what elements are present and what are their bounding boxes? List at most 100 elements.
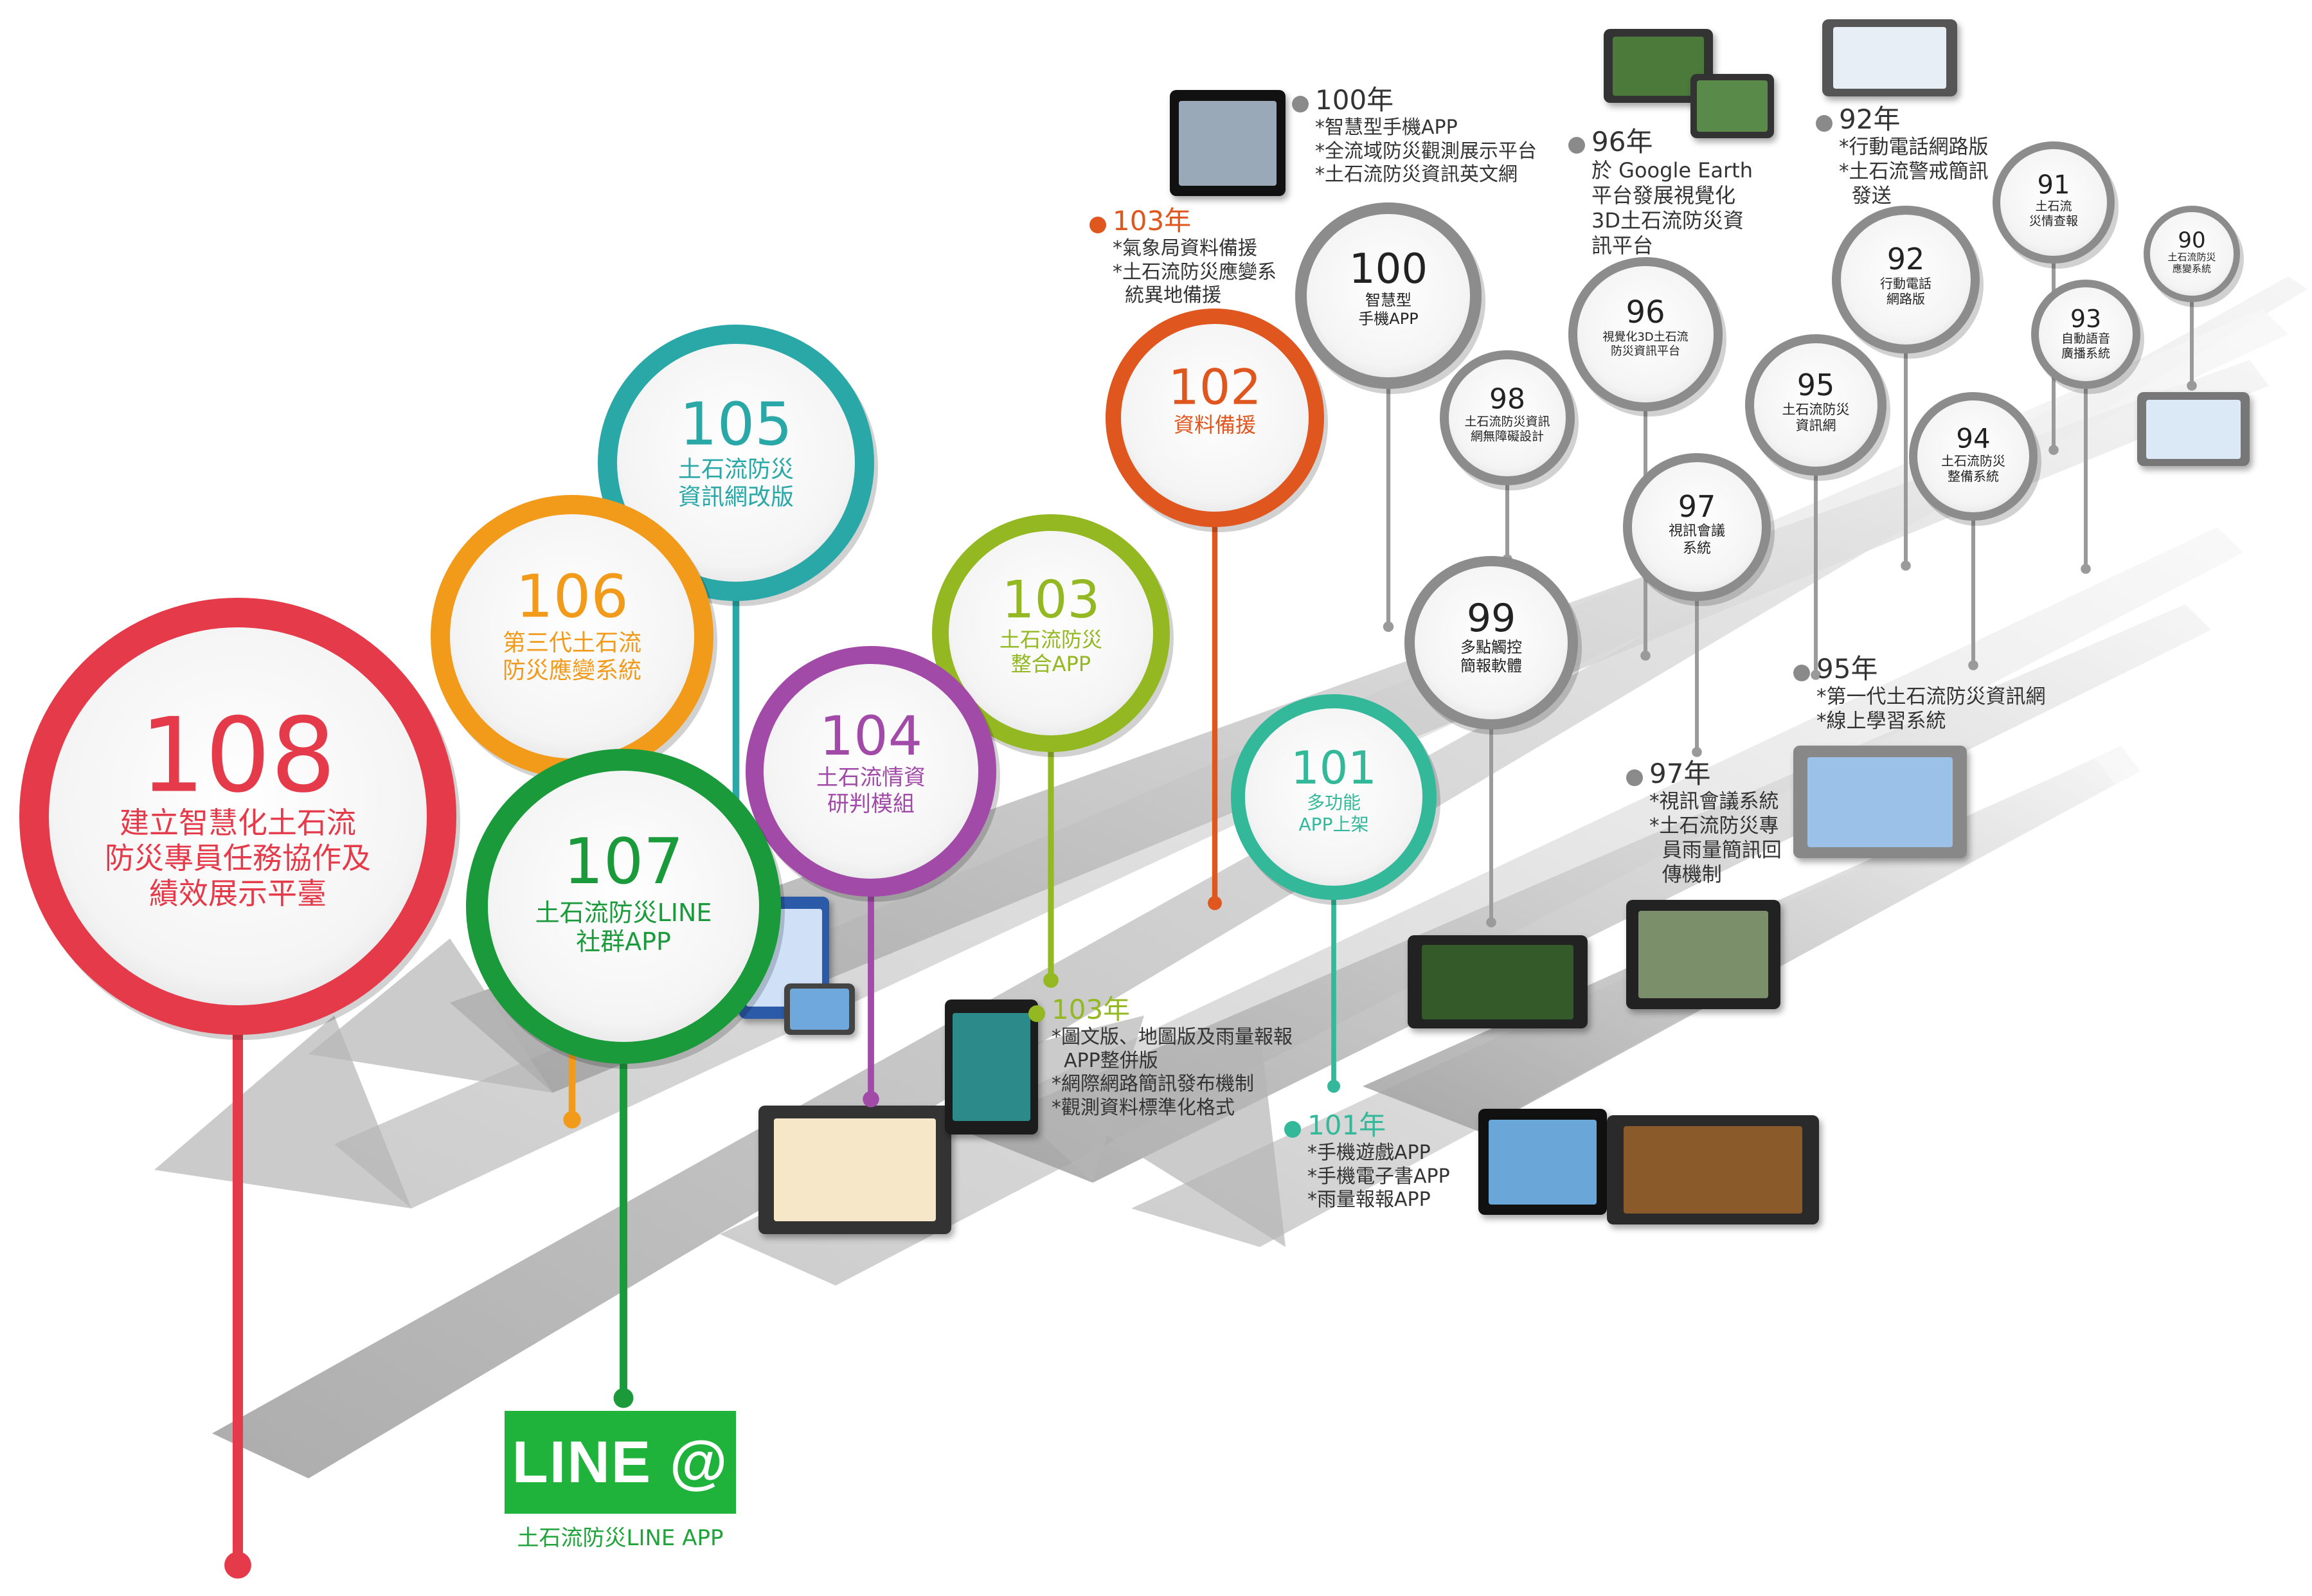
- milestone-104-stem-dot: [863, 1091, 879, 1107]
- milestone-103-year: 103: [1001, 569, 1100, 630]
- website-90-shot: [2137, 392, 2250, 466]
- milestone-96-desc-line: 防災資訊平台: [1611, 344, 1680, 358]
- milestone-106-year: 106: [515, 562, 629, 631]
- screen-content: [952, 1013, 1031, 1121]
- milestone-94-desc-line: 土石流防災: [1941, 453, 2005, 469]
- milestone-108-stem-dot: [224, 1552, 251, 1579]
- note-100-heading: 100年: [1292, 84, 1537, 116]
- milestone-98-desc-line: 網無障礙設計: [1470, 429, 1545, 444]
- note-item: APP整併版: [1052, 1049, 1158, 1072]
- milestone-93-stem-dot: [2081, 564, 2091, 574]
- milestone-107-stem-dot: [613, 1388, 634, 1408]
- note-101: 101年*手機遊戲APP*手機電子書APP*雨量報報APP: [1284, 1109, 1450, 1212]
- milestone-91-desc-line: 災情查報: [2029, 214, 2079, 229]
- milestone-106-desc-line: 防災應變系統: [502, 658, 642, 685]
- milestone-105-ring: [598, 325, 874, 601]
- note-item: *全流域防災觀測展示平台: [1315, 139, 1537, 163]
- note-item: *土石流警戒簡訊: [1839, 160, 1989, 184]
- note-item: 統異地備援: [1113, 284, 1222, 307]
- screen-content: [1697, 80, 1768, 132]
- note-103b-heading: 103年: [1028, 993, 1293, 1026]
- note-item: *線上學習系統: [1816, 710, 1946, 733]
- milestone-90-ring: [2144, 206, 2240, 302]
- milestone-95-desc: 土石流防災資訊網: [1782, 402, 1850, 434]
- milestone-108-desc-line: 績效展示平臺: [149, 876, 327, 911]
- milestone-99-desc-line: 簡報軟體: [1460, 657, 1522, 676]
- milestone-102-desc-line: 資料備援: [1173, 412, 1257, 437]
- note-item: *視訊會議系統: [1649, 790, 1779, 814]
- note-item: 發送: [1839, 184, 1892, 208]
- milestone-107-desc-line: 社群APP: [576, 928, 671, 956]
- milestone-103-desc: 土石流防災整合APP: [999, 627, 1102, 677]
- note-95-heading: 95年: [1793, 652, 2046, 685]
- milestone-92-ring: [1832, 206, 1980, 354]
- milestone-91-year: 91: [2037, 170, 2070, 201]
- note-year: 92年: [1839, 103, 1901, 135]
- milestone-98-desc: 土石流防災資訊網無障礙設計: [1464, 415, 1550, 444]
- note-item: 於 Google Earth: [1591, 158, 1753, 183]
- milestone-105-desc: 土石流防災資訊網改版: [678, 456, 794, 511]
- note-year: 96年: [1591, 126, 1653, 157]
- note-item: *氣象局資料備援: [1113, 237, 1257, 260]
- milestone-92-stem-dot: [1901, 560, 1911, 571]
- milestone-108-year: 108: [139, 695, 336, 816]
- tablet-map-shot: [758, 1106, 951, 1234]
- note-bullet-dot: [1028, 1005, 1045, 1022]
- milestone-99-ring: [1404, 556, 1578, 730]
- note-96-heading: 96年: [1568, 125, 1753, 158]
- milestone-100-stem-dot: [1383, 621, 1394, 632]
- milestone-101-ring: [1231, 694, 1437, 900]
- note-bullet-dot: [1793, 664, 1810, 681]
- screen-content: [1833, 27, 1947, 89]
- note-item: 員雨量簡訊回: [1649, 838, 1782, 862]
- note-103a: 103年*氣象局資料備援*土石流防災應變系 統異地備援: [1089, 204, 1277, 308]
- milestone-107-year: 107: [563, 825, 684, 899]
- milestone-96-year: 96: [1626, 294, 1665, 331]
- milestone-92-desc-line: 行動電話: [1880, 276, 1931, 292]
- milestone-97-desc-line: 系統: [1682, 540, 1712, 557]
- milestone-94-stem-dot: [1968, 660, 1978, 670]
- milestone-93-year: 93: [2070, 305, 2102, 334]
- screen-content: [1612, 36, 1705, 96]
- milestone-95-stem-dot: [1811, 670, 1821, 680]
- milestone-94-desc: 土石流防災整備系統: [1941, 453, 2005, 484]
- screen-content: [1807, 757, 1953, 847]
- note-item: *觀測資料標準化格式: [1052, 1097, 1235, 1120]
- milestone-101-year: 101: [1291, 742, 1377, 795]
- note-101-heading: 101年: [1284, 1109, 1450, 1142]
- milestone-102-year: 102: [1168, 358, 1262, 416]
- milestone-100-ring: [1295, 202, 1482, 389]
- note-95: 95年*第一代土石流防災資訊網*線上學習系統: [1793, 652, 2046, 734]
- note-item: *智慧型手機APP: [1315, 116, 1458, 139]
- feature-phones-shot: [1822, 19, 1957, 96]
- screen-content: [1179, 100, 1277, 186]
- note-year: 103年: [1052, 994, 1131, 1025]
- note-bullet-dot: [1089, 216, 1106, 233]
- milestone-96-ring: [1568, 257, 1723, 411]
- milestone-104-ring: [746, 646, 996, 897]
- milestone-97-stem-dot: [1692, 747, 1702, 757]
- milestone-100-desc-line: 智慧型: [1365, 291, 1411, 309]
- arrow-head: [154, 1016, 411, 1208]
- milestone-106-desc-line: 第三代土石流: [502, 630, 642, 656]
- screen-content: [1638, 911, 1768, 998]
- milestone-93-desc-line: 自動語音: [2061, 331, 2111, 346]
- milestone-100-year: 100: [1349, 246, 1428, 294]
- milestone-94-desc-line: 整備系統: [1948, 469, 1999, 484]
- milestone-94-ring: [1909, 392, 2038, 521]
- note-92: 92年*行動電話網路版*土石流警戒簡訊 發送: [1816, 103, 1989, 209]
- milestone-103-stem-dot: [1043, 973, 1059, 988]
- note-103b: 103年*圖文版、地圖版及雨量報報 APP整併版*網際網路簡訊發布機制*觀測資料…: [1028, 993, 1293, 1120]
- milestone-103-desc-line: 整合APP: [1010, 652, 1091, 677]
- screen-content: [1422, 944, 1573, 1019]
- website-95-shot: [1793, 746, 1967, 858]
- milestone-93-ring: [2031, 280, 2140, 389]
- milestone-97-desc: 視訊會議系統: [1669, 523, 1725, 557]
- milestone-108-ring: [19, 598, 456, 1035]
- milestone-104-year: 104: [819, 704, 923, 768]
- milestone-98-year: 98: [1489, 382, 1525, 416]
